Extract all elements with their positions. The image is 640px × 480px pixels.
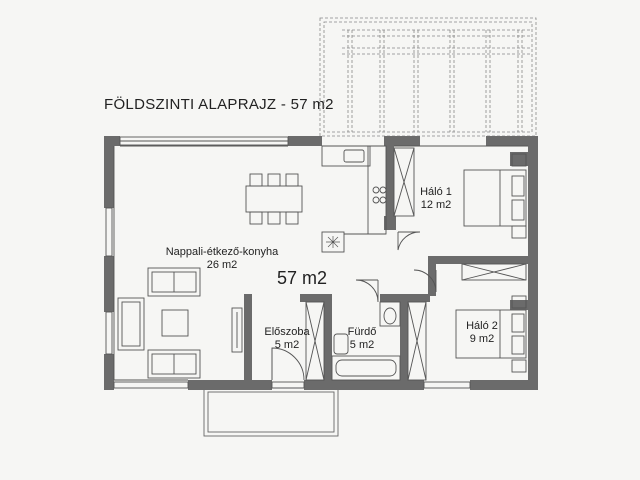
bedroom1-furniture (393, 147, 527, 239)
room-bedroom1: Háló 1 12 m2 (420, 186, 452, 212)
room-living-name: Nappali-étkező-konyha (165, 246, 279, 258)
room-bedroom1-area: 12 m2 (420, 199, 452, 211)
terrace-pergola (319, 17, 537, 137)
room-bathroom-area: 5 m2 (349, 339, 375, 351)
kitchen-counter (321, 145, 387, 253)
outer-walls (104, 136, 538, 390)
room-bedroom2-area: 9 m2 (469, 333, 495, 345)
room-living-area: 26 m2 (206, 259, 238, 271)
bathroom-fixtures (331, 301, 427, 381)
hall-wardrobe (305, 301, 325, 381)
total-area: 57 m2 (276, 268, 328, 288)
room-bathroom-name: Fürdő (347, 326, 377, 338)
room-bedroom2: Háló 2 9 m2 (466, 320, 498, 346)
bedroom2-furniture (455, 263, 527, 373)
room-hall-name: Előszoba (264, 326, 310, 338)
room-hall-area: 5 m2 (274, 339, 300, 351)
entrance-porch (203, 387, 339, 437)
room-bedroom2-name: Háló 2 (466, 320, 498, 332)
plan-title: FÖLDSZINTI ALAPRAJZ - 57 m2 (104, 96, 334, 113)
window-living (119, 136, 289, 146)
living-furniture (117, 267, 243, 379)
windows-bottom (113, 381, 471, 389)
room-hall: Előszoba 5 m2 (264, 326, 309, 352)
room-living: Nappali-étkező-konyha 26 m2 (166, 246, 279, 272)
dining-table (245, 173, 303, 225)
room-bathroom: Fürdő 5 m2 (348, 326, 377, 352)
interior-doors (271, 231, 437, 381)
room-bedroom1-name: Háló 1 (420, 186, 452, 198)
